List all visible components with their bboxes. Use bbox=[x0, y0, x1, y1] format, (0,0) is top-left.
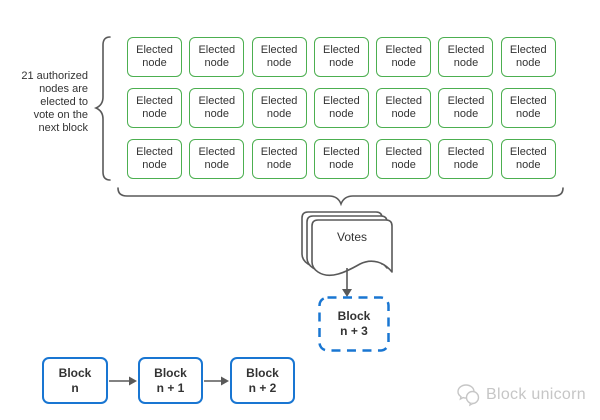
caption-21-nodes: 21 authorized nodes are elected to vote … bbox=[21, 70, 88, 134]
chat-bubbles-icon bbox=[457, 384, 480, 407]
votes-documents-icon bbox=[301, 211, 393, 277]
left-brace bbox=[93, 36, 111, 181]
elected-node-box: Elected node bbox=[313, 139, 369, 179]
elected-node-box: Elected node bbox=[376, 139, 432, 179]
elected-node-box: Elected node bbox=[313, 88, 369, 128]
elected-node-box: Elected node bbox=[500, 139, 556, 179]
block-n1: Block n + 1 bbox=[138, 357, 203, 404]
elected-node-box: Elected node bbox=[376, 37, 432, 77]
elected-node-box: Elected node bbox=[251, 88, 307, 128]
block-n2: Block n + 2 bbox=[230, 357, 295, 404]
elected-node-box: Elected node bbox=[189, 88, 245, 128]
elected-node-box: Elected node bbox=[251, 139, 307, 179]
elected-node-box: Elected node bbox=[127, 139, 182, 179]
future-block-outline bbox=[318, 296, 390, 352]
elected-node-box: Elected node bbox=[500, 88, 556, 128]
elected-node-box: Elected node bbox=[189, 139, 245, 179]
votes-to-block-arrow bbox=[342, 268, 352, 297]
elected-node-box: Elected node bbox=[127, 37, 182, 77]
elected-node-box: Elected node bbox=[438, 88, 494, 128]
elected-node-box: Elected node bbox=[189, 37, 245, 77]
elected-node-box: Elected node bbox=[500, 37, 556, 77]
block-n: Block n bbox=[42, 357, 108, 404]
future-block: Block n + 3 bbox=[337, 308, 371, 338]
watermark-text: Block unicorn bbox=[486, 386, 586, 403]
elected-node-box: Elected node bbox=[438, 37, 494, 77]
votes-label: Votes bbox=[336, 230, 368, 244]
elected-node-box: Elected node bbox=[438, 139, 494, 179]
elected-node-box: Elected node bbox=[376, 88, 432, 128]
elected-node-box: Elected node bbox=[251, 37, 307, 77]
chain-arrow-1 bbox=[109, 376, 137, 386]
bottom-brace bbox=[117, 187, 564, 207]
chain-arrow-2 bbox=[204, 376, 229, 386]
elected-node-box: Elected node bbox=[313, 37, 369, 77]
elected-node-box: Elected node bbox=[127, 88, 182, 128]
watermark: Block unicorn bbox=[455, 382, 586, 408]
